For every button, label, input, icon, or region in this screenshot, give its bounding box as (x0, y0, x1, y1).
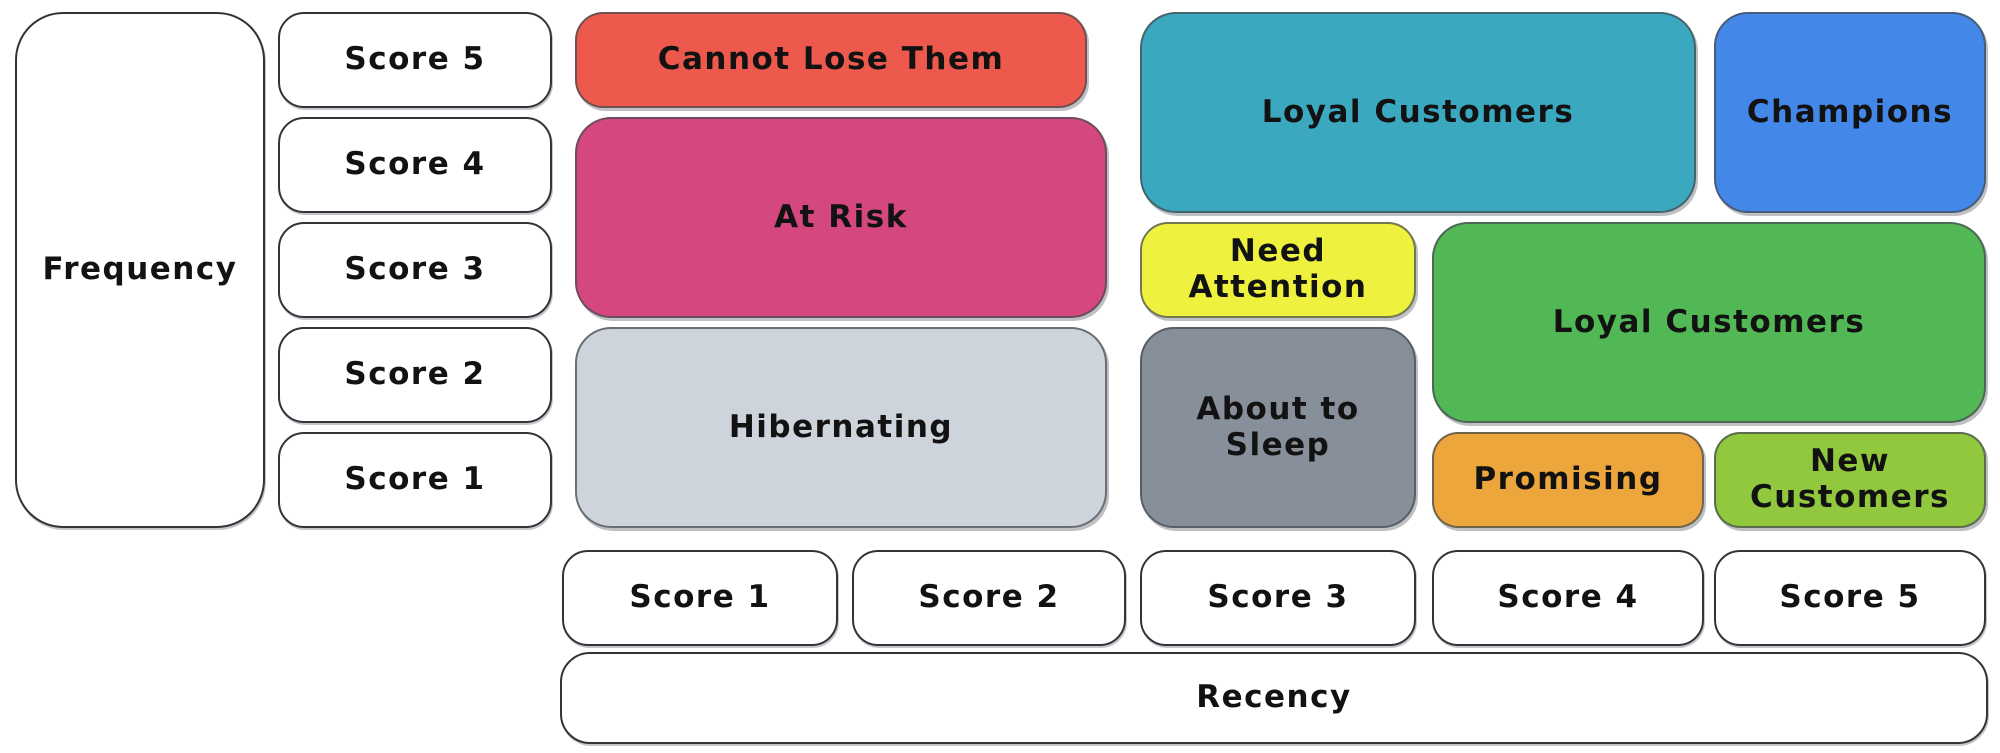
recency-score-1-text: Score 1 (629, 579, 771, 616)
recency-score-4: Score 4 (1432, 550, 1704, 646)
segment-loyal-customers-teal: Loyal Customers (1140, 12, 1696, 213)
frequency-score-5-text: Score 5 (344, 41, 486, 78)
frequency-score-4: Score 4 (278, 117, 552, 213)
segment-new-customers-label: New Customers (1750, 443, 1950, 515)
segment-promising: Promising (1432, 432, 1704, 528)
frequency-score-2: Score 2 (278, 327, 552, 423)
frequency-score-1: Score 1 (278, 432, 552, 528)
segment-at-risk-label: At Risk (774, 198, 908, 235)
frequency-score-1-text: Score 1 (344, 461, 486, 498)
segment-promising-label: Promising (1473, 461, 1663, 498)
segment-loyal-customers-teal-label: Loyal Customers (1261, 93, 1575, 130)
segment-hibernating: Hibernating (575, 327, 1107, 528)
segment-champions-label: Champions (1746, 93, 1954, 130)
segment-loyal-customers-green: Loyal Customers (1432, 222, 1986, 423)
recency-score-3-text: Score 3 (1207, 579, 1349, 616)
recency-score-2-text: Score 2 (918, 579, 1060, 616)
frequency-score-2-text: Score 2 (344, 356, 486, 393)
frequency-score-5: Score 5 (278, 12, 552, 108)
segment-about-to-sleep-label: About to Sleep (1196, 390, 1360, 463)
recency-score-2: Score 2 (852, 550, 1126, 646)
segment-cannot-lose-them: Cannot Lose Them (575, 12, 1087, 108)
recency-score-5: Score 5 (1714, 550, 1986, 646)
segment-hibernating-label: Hibernating (728, 408, 954, 445)
recency-axis-text: Recency (1196, 679, 1352, 716)
frequency-axis-label: Frequency (15, 12, 265, 528)
recency-score-5-text: Score 5 (1779, 579, 1921, 616)
frequency-axis-text: Frequency (42, 251, 238, 288)
recency-axis-label: Recency (560, 652, 1988, 744)
recency-score-4-text: Score 4 (1497, 579, 1639, 616)
frequency-score-4-text: Score 4 (344, 146, 486, 183)
segment-loyal-customers-green-label: Loyal Customers (1552, 303, 1866, 340)
segment-new-customers: New Customers (1714, 432, 1986, 528)
recency-score-1: Score 1 (562, 550, 838, 646)
frequency-score-3: Score 3 (278, 222, 552, 318)
segment-champions: Champions (1714, 12, 1986, 213)
recency-score-3: Score 3 (1140, 550, 1416, 646)
segment-about-to-sleep: About to Sleep (1140, 327, 1416, 528)
segment-need-attention: Need Attention (1140, 222, 1416, 318)
segment-need-attention-label: Need Attention (1188, 233, 1368, 305)
segment-at-risk: At Risk (575, 117, 1107, 318)
segment-cannot-lose-them-label: Cannot Lose Them (657, 41, 1005, 78)
frequency-score-3-text: Score 3 (344, 251, 486, 288)
